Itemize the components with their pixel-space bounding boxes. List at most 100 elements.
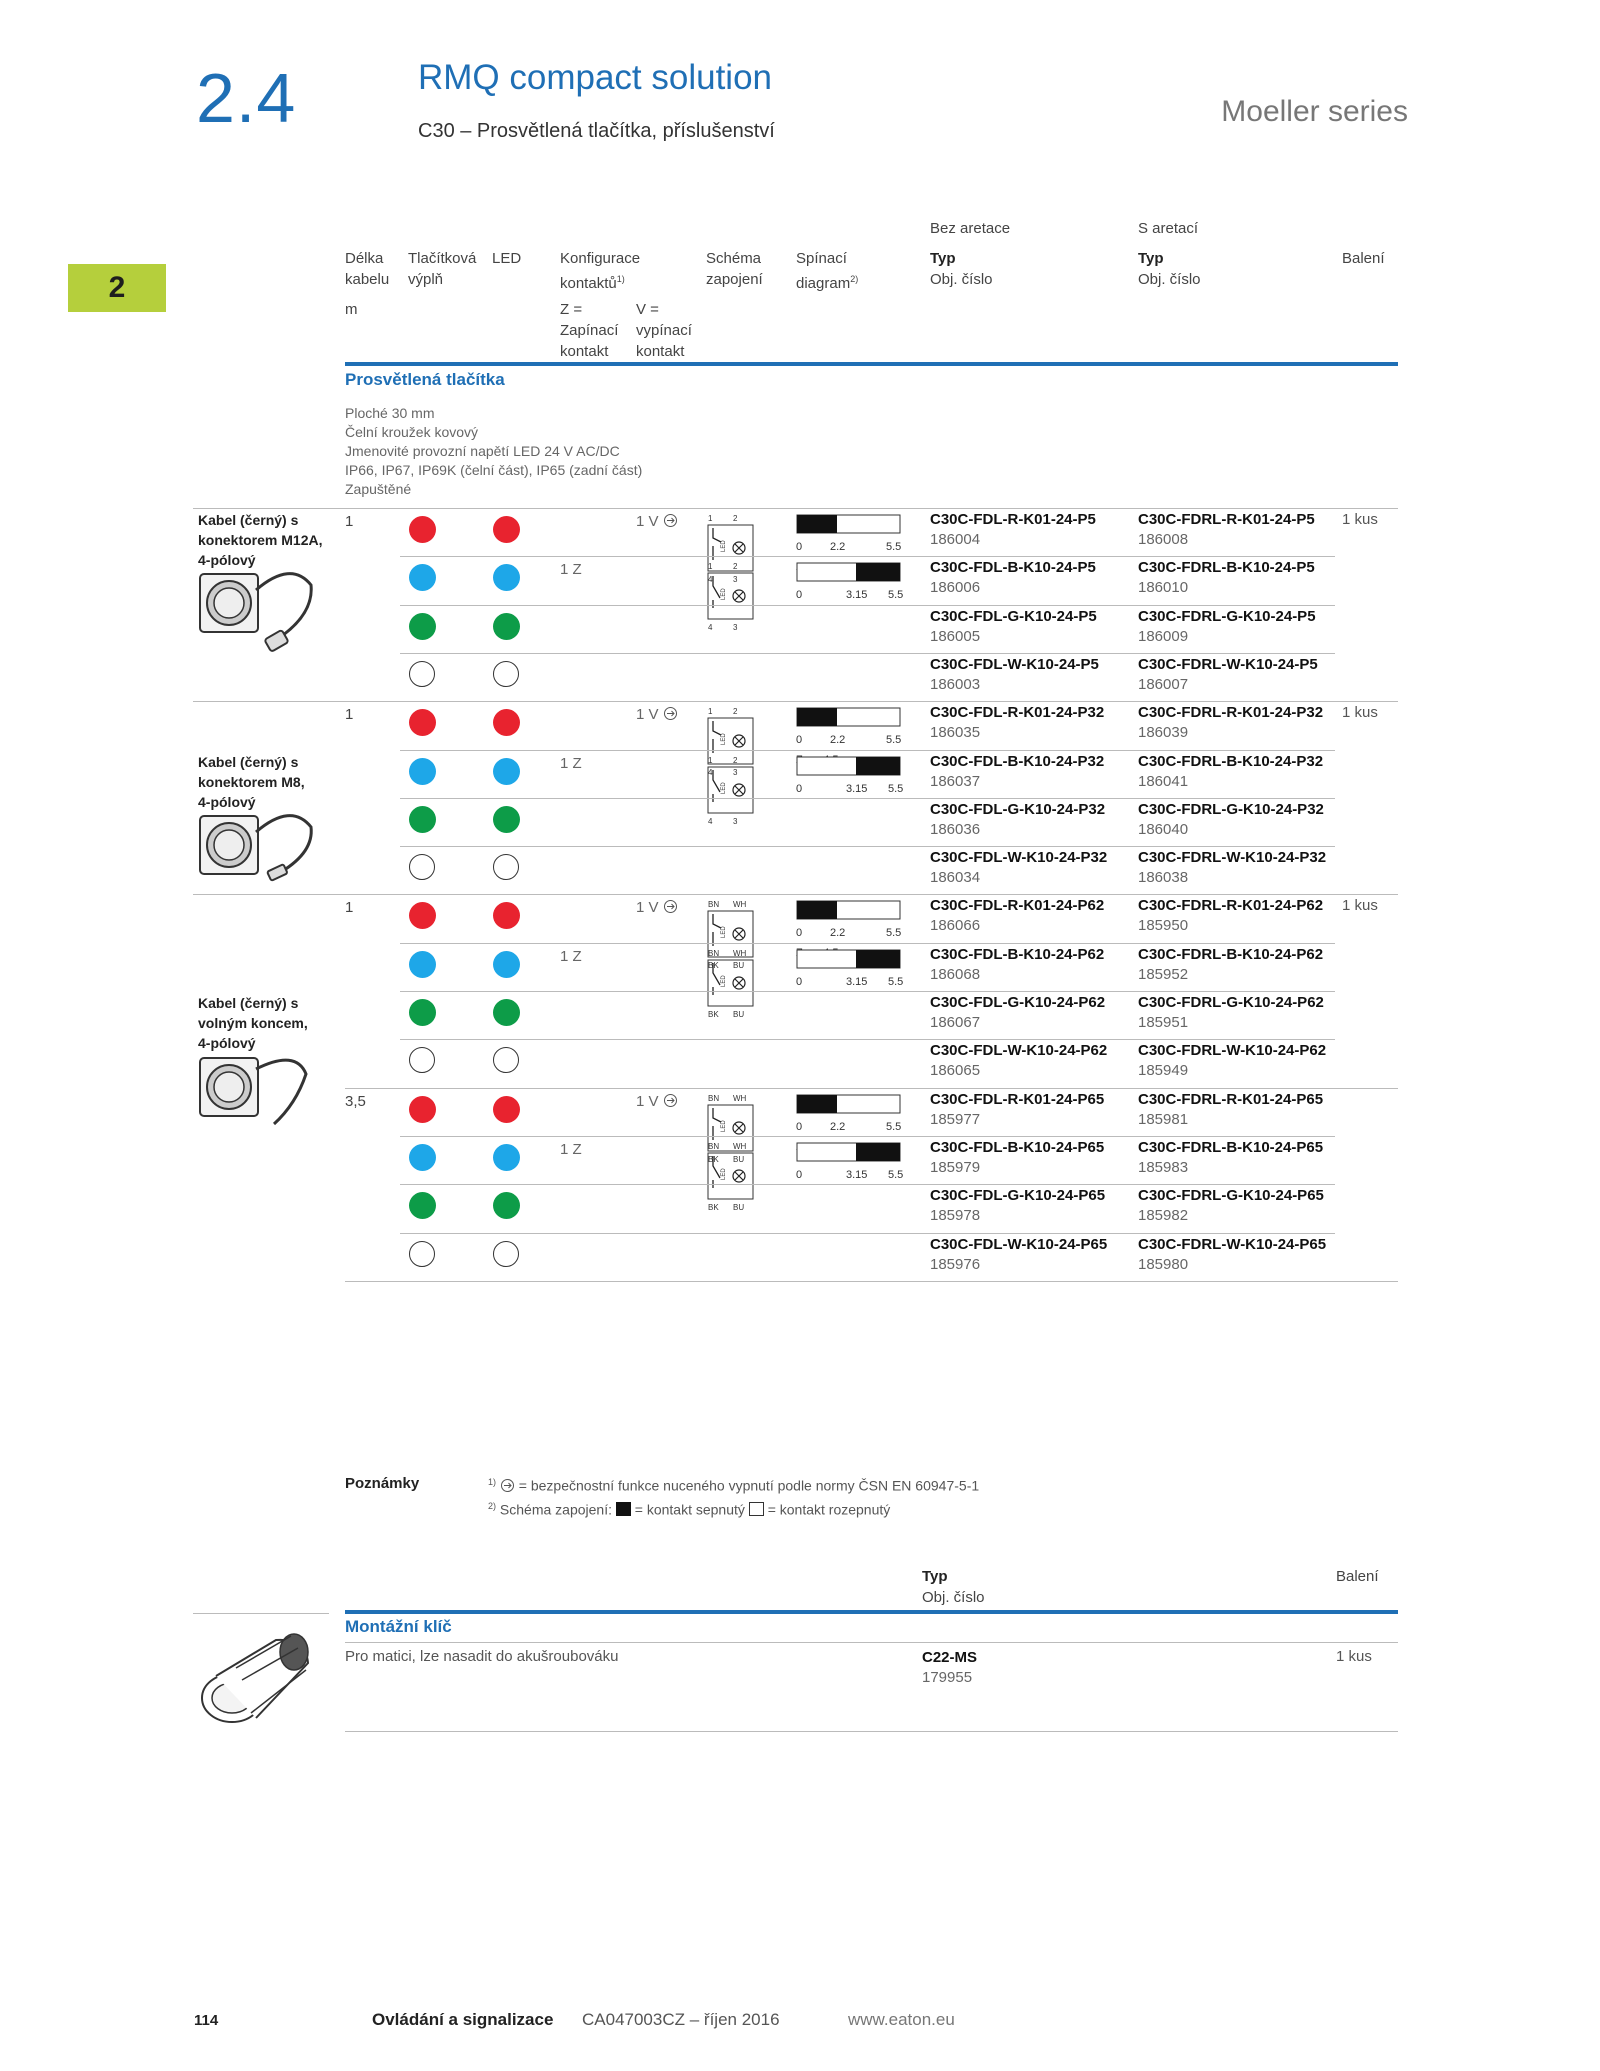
contact-config: 1 V xyxy=(636,705,678,725)
row-rule xyxy=(193,701,1398,702)
col-led: LED xyxy=(492,250,522,267)
footer-doc-id: CA047003CZ – říjen 2016 xyxy=(582,2010,780,2029)
schema-pin-label: BU xyxy=(733,961,744,970)
lens-color-green xyxy=(409,999,436,1026)
cable-label-free: Kabel (černý) s volným koncem, 4-pólový xyxy=(198,995,308,1051)
footer-url[interactable]: www.eaton.eu xyxy=(848,2010,955,2029)
obj-value: 186040 xyxy=(1138,821,1189,838)
diagram-tick: 5.5 xyxy=(886,927,901,939)
contact-config-label: 1 V xyxy=(636,706,659,723)
lens-color-white xyxy=(409,1241,435,1267)
wiring-schema-12: BN WH LED BK BU xyxy=(707,1094,754,1164)
typ-value: C30C-FDL-G-K10-24-P62 xyxy=(930,994,1106,1011)
schema-pin-label: 4 xyxy=(708,817,713,826)
obj-value: 185979 xyxy=(930,1159,981,1176)
contact-config: 1 Z xyxy=(560,754,582,774)
typ-value: C30C-FDRL-G-K10-24-P5 xyxy=(1138,608,1316,625)
diagram-tick: 2.2 xyxy=(830,1121,845,1133)
col-schema: Schéma zapojení xyxy=(706,250,763,288)
obj-value: 185951 xyxy=(1138,1014,1189,1031)
typ-value: C30C-FDRL-R-K01-24-P5 xyxy=(1138,511,1315,528)
lens-color-green xyxy=(409,1192,436,1219)
free-end-cable-image xyxy=(199,1057,308,1126)
product-latch: C30C-FDRL-W-K10-24-P65 185980 xyxy=(1138,1235,1326,1275)
led-color-red xyxy=(493,709,520,736)
contact-config: 1 V xyxy=(636,898,678,918)
schema-pin-label: BN xyxy=(708,1094,719,1103)
forced-opening-icon xyxy=(663,1094,677,1107)
page-subtitle: C30 – Prosvětlená tlačítka, příslušenstv… xyxy=(418,120,775,142)
typ-value: C30C-FDL-R-K01-24-P5 xyxy=(930,511,1096,528)
typ-value: C30C-FDL-W-K10-24-P5 xyxy=(930,656,1099,673)
obj-value: 185982 xyxy=(1138,1207,1189,1224)
lens-color-white xyxy=(409,854,435,880)
obj-value: 185978 xyxy=(930,1207,981,1224)
contact-config-label: 1 V xyxy=(636,513,659,530)
note-2-sup: 2) xyxy=(488,1500,497,1511)
schema-pin-label: BK xyxy=(708,1155,719,1164)
obj-value: 186037 xyxy=(930,773,981,790)
z-legend: Z = Zapínací kontakt xyxy=(560,301,619,360)
cable-length: 3,5 xyxy=(345,1093,366,1110)
led-color-red xyxy=(493,516,520,543)
contact-config-label: 1 V xyxy=(636,899,659,916)
typ-value: C30C-FDL-G-K10-24-P32 xyxy=(930,801,1106,818)
typ-value: C30C-FDRL-W-K10-24-P62 xyxy=(1138,1042,1327,1059)
obj-value: 185980 xyxy=(1138,1256,1189,1273)
package-qty: 1 kus xyxy=(1342,897,1378,914)
footnote-ref-1: 1) xyxy=(616,274,625,284)
typ-value: C30C-FDRL-W-K10-24-P65 xyxy=(1138,1236,1327,1253)
diagram-tick: 3.15 xyxy=(846,976,867,988)
typ-value: C30C-FDRL-W-K10-24-P32 xyxy=(1138,849,1327,866)
obj-value: 186006 xyxy=(930,579,981,596)
key-obj: 179955 xyxy=(922,1669,973,1686)
typ-value: C30C-FDL-R-K01-24-P62 xyxy=(930,897,1105,914)
led-color-blue xyxy=(493,564,520,591)
typ-value: C30C-FDL-R-K01-24-P32 xyxy=(930,704,1105,721)
diagram-tick: 0 xyxy=(796,783,802,795)
diagram-tick: 5.5 xyxy=(886,1121,901,1133)
schema-pin-label: 3 xyxy=(733,817,738,826)
chapter-tab[interactable]: 2 xyxy=(68,264,166,312)
diagram-tick: 0 xyxy=(796,927,802,939)
forced-opening-icon xyxy=(663,900,677,913)
lens-color-red xyxy=(409,1096,436,1123)
obj-value: 185950 xyxy=(1138,917,1189,934)
typ-value: C30C-FDL-G-K10-24-P65 xyxy=(930,1187,1106,1204)
contact-config: 1 V xyxy=(636,512,678,532)
obj-value: 185952 xyxy=(1138,966,1189,983)
obj-value: 186065 xyxy=(930,1062,981,1079)
product-latch: C30C-FDRL-B-K10-24-P62 185952 xyxy=(1138,945,1323,985)
s2-left-rule xyxy=(193,1613,329,1614)
row-rule xyxy=(400,605,1335,606)
schema-pin-label: BU xyxy=(733,1203,744,1212)
col-s-aretaci: S aretací xyxy=(1138,220,1199,237)
row-rule xyxy=(400,1136,1335,1137)
typ-value: C30C-FDRL-B-K10-24-P62 xyxy=(1138,946,1324,963)
schema-led-label: LED xyxy=(721,782,727,794)
typ-value: C30C-FDL-R-K01-24-P65 xyxy=(930,1091,1105,1108)
diagram-tick: 0 xyxy=(796,976,802,988)
diagram-tick: 2.2 xyxy=(830,541,845,553)
typ-label: Typ xyxy=(1138,250,1164,267)
s2-bottom-rule xyxy=(345,1731,1398,1732)
wiring-schema-8: BN WH LED BK BU xyxy=(707,900,754,970)
